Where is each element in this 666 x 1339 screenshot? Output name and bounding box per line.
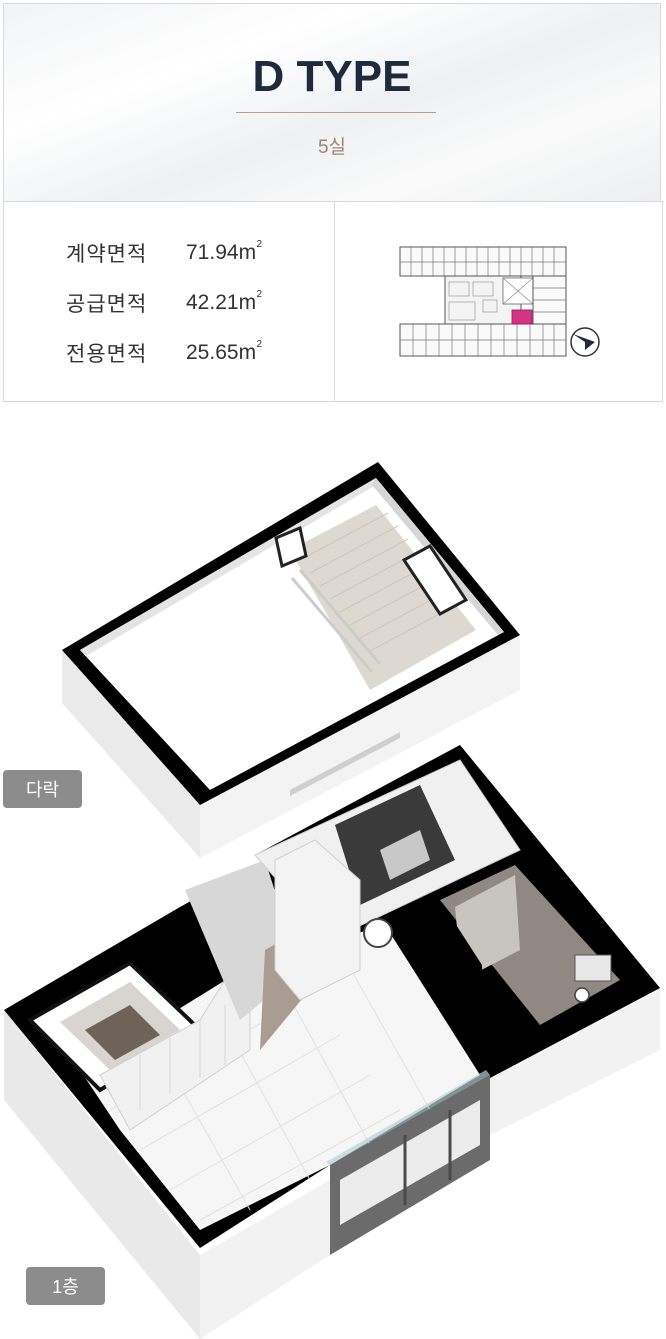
panel-divider	[334, 202, 335, 401]
isometric-floor-plan	[4, 462, 660, 1339]
loft-plan	[62, 462, 520, 858]
area-label: 전용면적	[66, 343, 148, 366]
area-value: 42.21	[186, 291, 239, 314]
first-floor-badge: 1층	[26, 1267, 105, 1305]
key-plan-image	[399, 246, 600, 357]
title-divider	[236, 112, 436, 113]
loft-floor-badge: 다락	[3, 770, 82, 808]
unit-count: 5실	[317, 137, 347, 158]
area-label: 계약면적	[66, 243, 148, 266]
type-header: D TYPE 5실	[3, 3, 661, 201]
area-value: 71.94	[186, 241, 239, 264]
compass-icon	[570, 327, 600, 357]
area-value: 25.65	[186, 341, 239, 364]
type-title: D TYPE	[252, 52, 412, 101]
first-floor-plan	[4, 745, 660, 1339]
area-label: 공급면적	[66, 293, 148, 316]
